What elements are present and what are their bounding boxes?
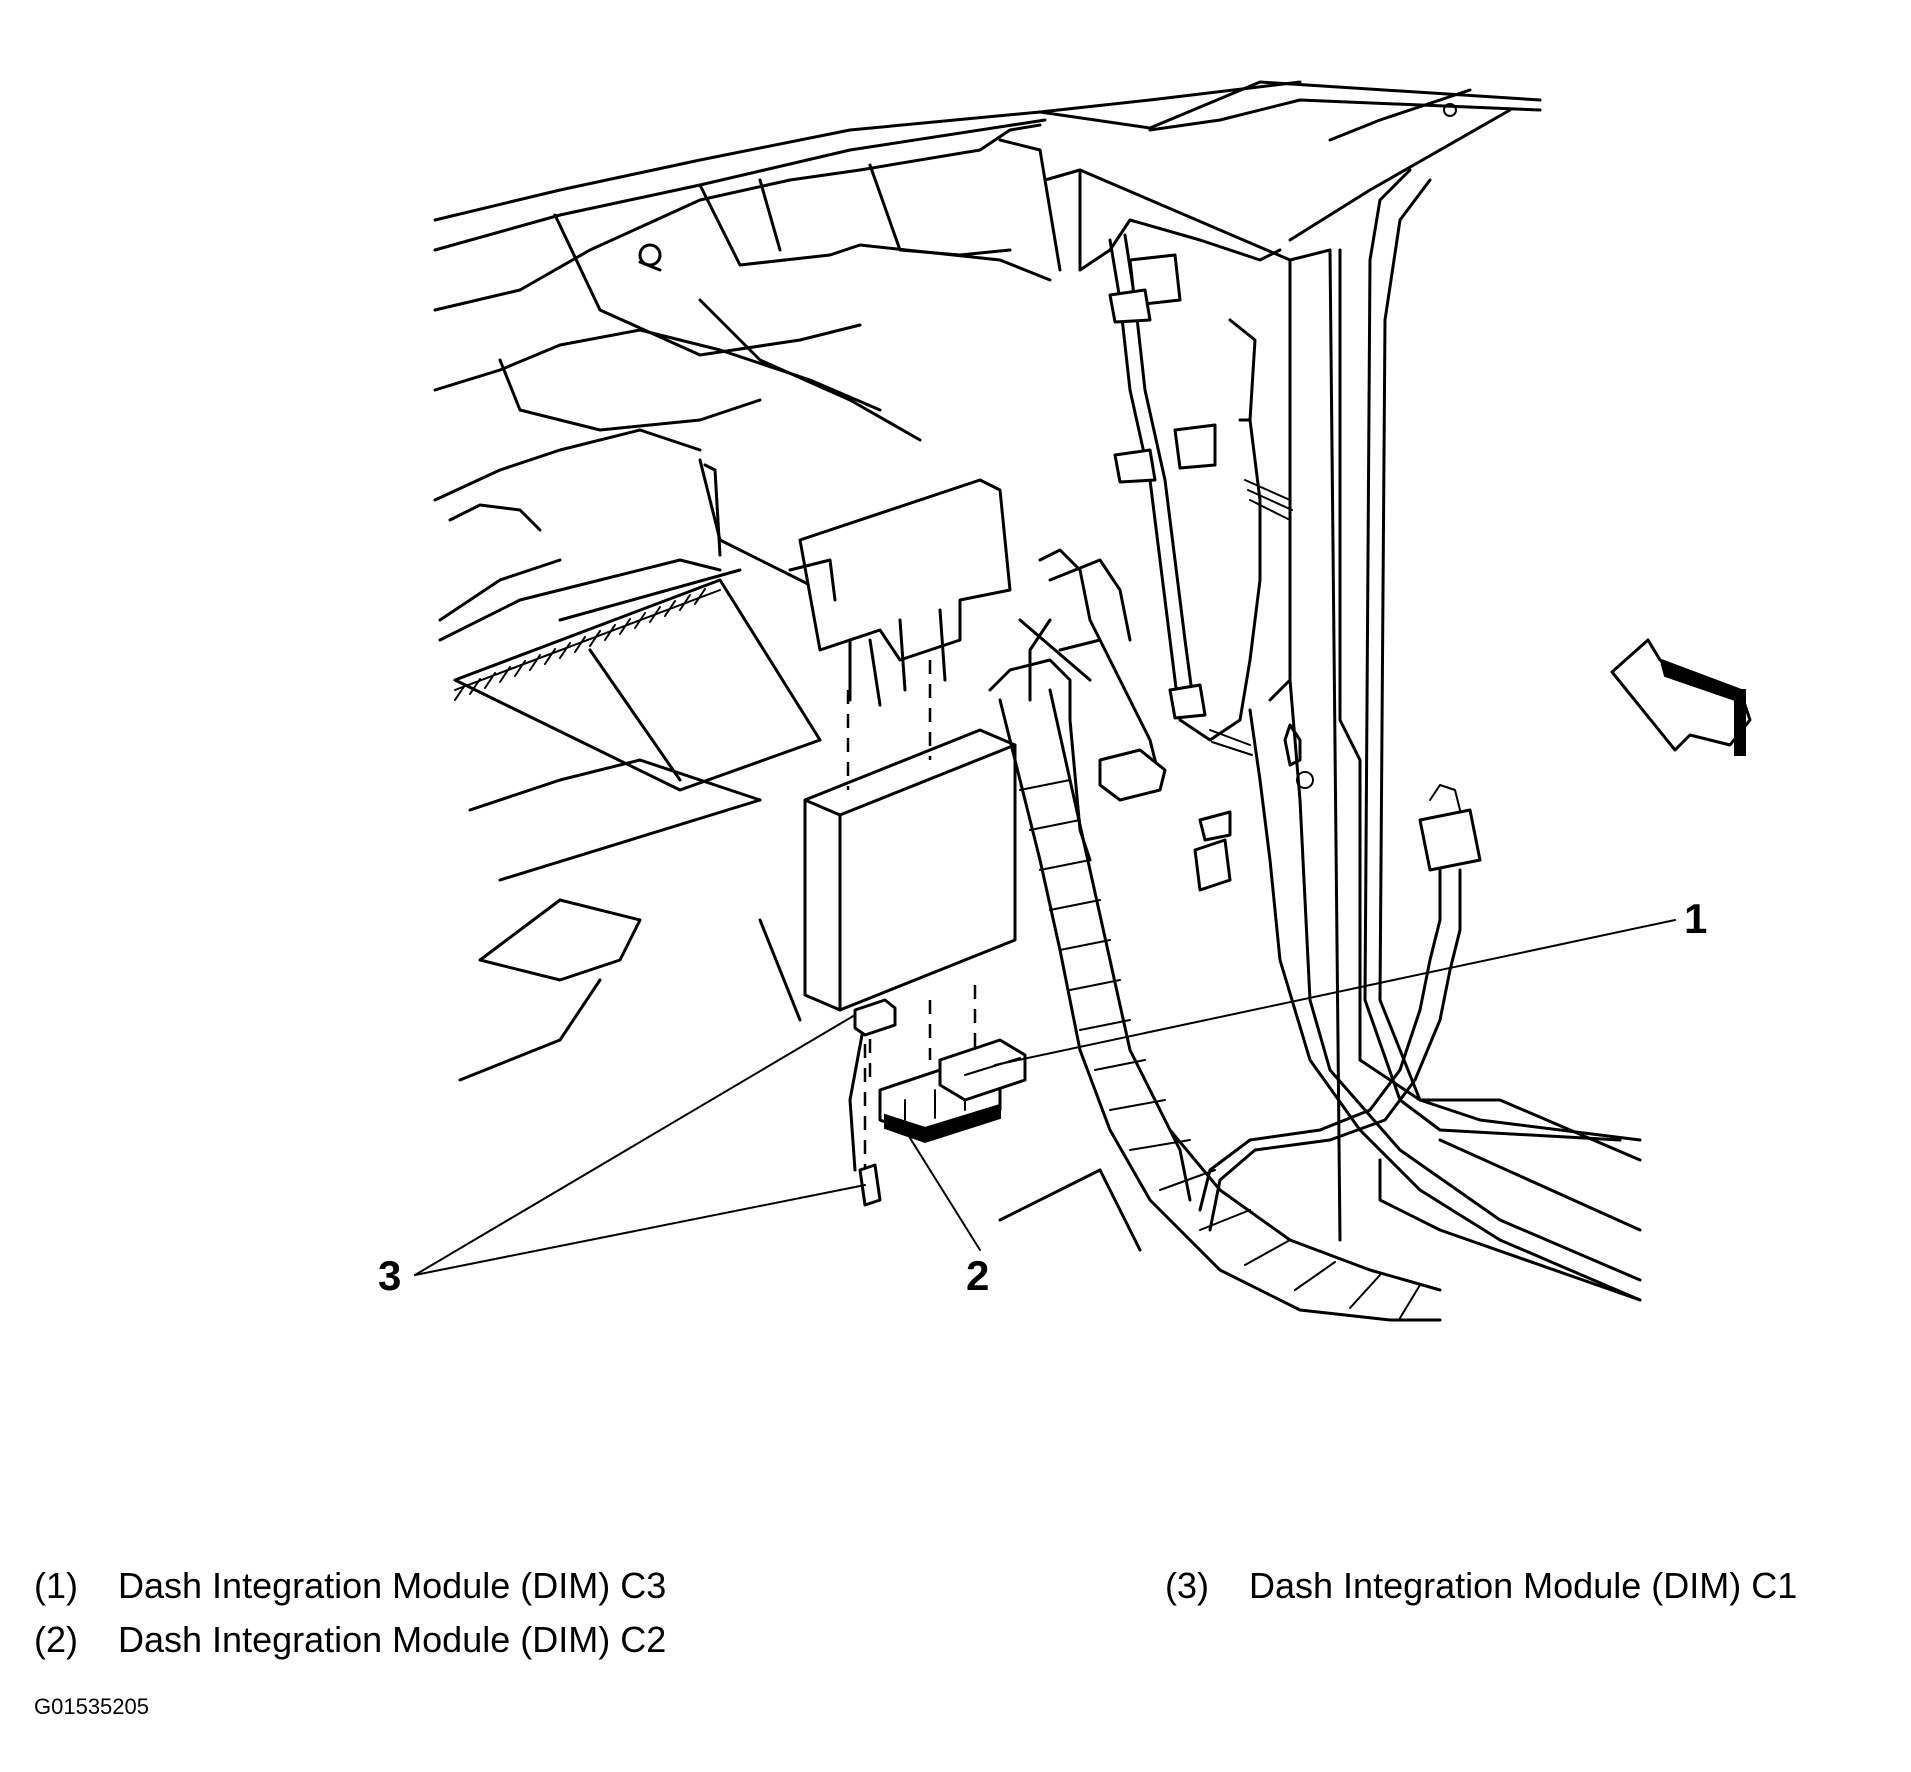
legend-number: (2) [34, 1619, 78, 1660]
connector-c3 [938, 1038, 1027, 1102]
mounting-studs [1108, 233, 1293, 756]
mounting-bracket [788, 478, 1012, 707]
connector-c1 [848, 998, 897, 1207]
connector-teeth [454, 588, 706, 701]
right-harness-connector [1198, 784, 1482, 1232]
component-locator-illustration [414, 80, 1752, 1322]
legend-item-1: (1) Dash Integration Module (DIM) C3 [34, 1568, 666, 1604]
legend-item-3: (3) Dash Integration Module (DIM) C1 [1165, 1568, 1797, 1604]
legend-number: (3) [1165, 1565, 1209, 1606]
view-direction-arrow-icon [1610, 638, 1752, 756]
callout-3: 3 [378, 1252, 402, 1299]
alignment-lines [846, 660, 977, 1170]
legend-text: Dash Integration Module (DIM) C3 [118, 1565, 667, 1606]
callout-leader-lines [414, 919, 1676, 1276]
instrument-cluster-area [433, 428, 842, 1082]
legend-text: Dash Integration Module (DIM) C1 [1249, 1565, 1798, 1606]
legend-number: (1) [34, 1565, 78, 1606]
legend-text: Dash Integration Module (DIM) C2 [118, 1619, 667, 1660]
instrument-panel-structure [433, 80, 1542, 442]
side-panel [998, 88, 1642, 1302]
callout-1: 1 [1684, 895, 1708, 942]
callout-2: 2 [966, 1252, 990, 1299]
figure-id: G01535205 [34, 1694, 149, 1719]
wiring-harness [988, 548, 1442, 1322]
legend-item-2: (2) Dash Integration Module (DIM) C2 [34, 1622, 666, 1658]
dash-integration-module [803, 728, 1017, 1012]
